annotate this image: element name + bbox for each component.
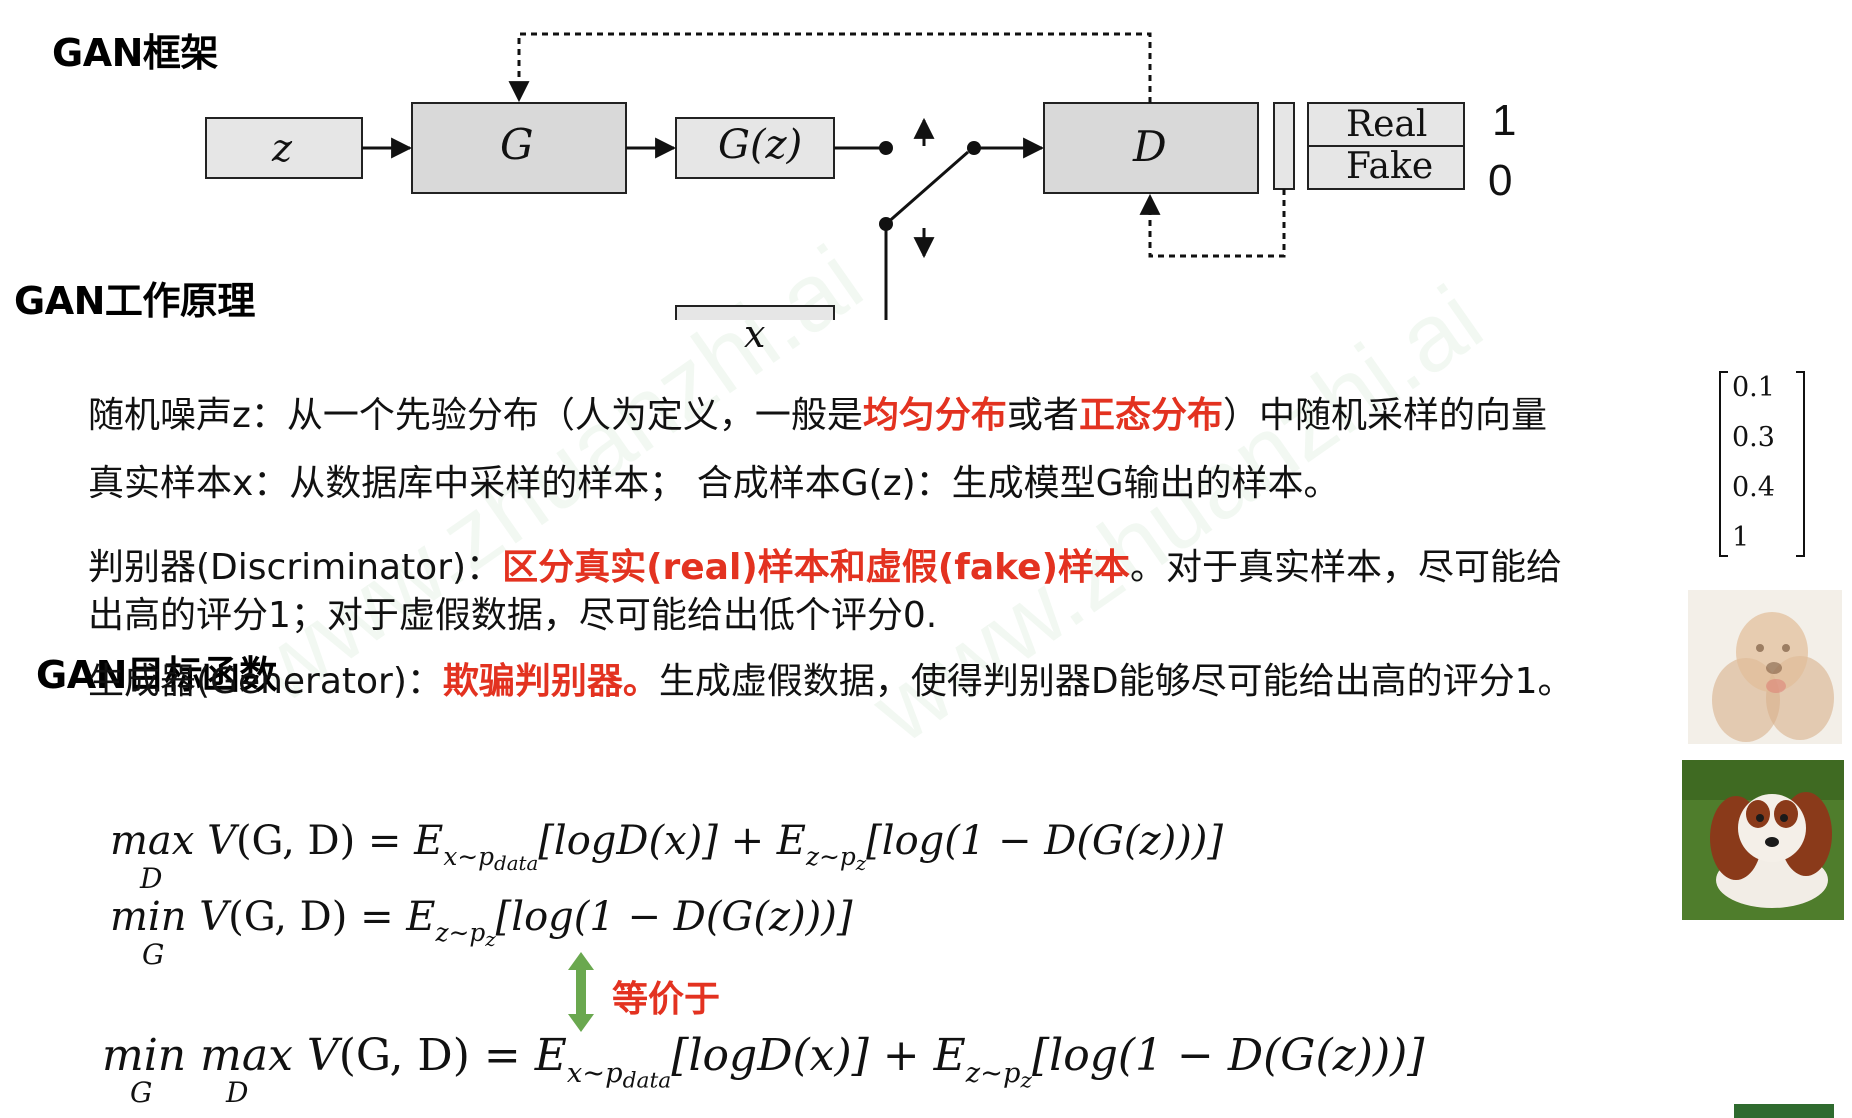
formula-under-g: G xyxy=(130,1076,153,1109)
highlight-generator: 欺骗判别器。 xyxy=(442,661,659,702)
feedback-loop-top xyxy=(508,32,1152,103)
label-z: z xyxy=(272,126,293,170)
equivalent-label: 等价于 xyxy=(612,979,721,1020)
formula-minimax: min max V(G, D) = Ex∼pdata[logD(x)] + Ez… xyxy=(102,1030,1425,1094)
vector-value: 0.1 xyxy=(1732,372,1775,403)
box-gz xyxy=(675,117,835,179)
box-x xyxy=(675,305,835,320)
heading-framework: GAN框架 xyxy=(52,31,218,75)
label-fake: Fake xyxy=(1346,146,1434,187)
label-gz: G(z) xyxy=(718,122,803,168)
formula-under-d: D xyxy=(226,1076,249,1109)
box-generator xyxy=(411,102,627,194)
feedback-loop-bottom xyxy=(1139,189,1286,258)
label-g: G xyxy=(500,120,534,169)
line-noise: 随机噪声z：从一个先验分布（人为定义，一般是均匀分布或者正态分布）中随机采样的向… xyxy=(88,395,1547,436)
formula-under-d: D xyxy=(140,862,163,895)
highlight-discriminator: 区分真实(real)样本和虚假(fake)样本 xyxy=(502,547,1131,588)
dog-image-fake xyxy=(1688,590,1842,744)
box-discriminator xyxy=(1043,102,1259,194)
highlight-uniform: 均匀分布 xyxy=(862,395,1007,436)
heading-objective: GAN目标函数 xyxy=(36,653,277,697)
output-one: 1 xyxy=(1492,96,1517,145)
line-real-sample: 真实样本x：从数据库中采样的样本； 合成样本G(z)：生成模型G输出的样本。 xyxy=(88,463,1340,504)
switch-arm xyxy=(885,150,969,226)
highlight-normal: 正态分布 xyxy=(1078,395,1223,436)
heading-principle: GAN工作原理 xyxy=(14,279,255,323)
vector-brackets xyxy=(1719,371,1805,557)
line-generator: 生成器(Generator)：欺骗判别器。生成虚假数据，使得判别器D能够尽可能给… xyxy=(88,661,1574,702)
formula-under-g: G xyxy=(142,938,165,971)
line-discriminator: 判别器(Discriminator)：区分真实(real)样本和虚假(fake)… xyxy=(88,547,1563,588)
dog-image-real xyxy=(1682,760,1844,920)
corner-accent xyxy=(1734,1104,1834,1118)
formula-discriminator: max V(G, D) = Ex∼pdata[logD(x)] + Ez∼pz[… xyxy=(110,818,1223,876)
label-real: Real xyxy=(1346,104,1428,145)
box-output-bar xyxy=(1273,102,1295,190)
label-d: D xyxy=(1133,122,1167,171)
equivalence-arrow-icon xyxy=(568,952,594,1032)
formula-generator: min V(G, D) = Ez∼pz[log(1 − D(G(z)))] xyxy=(110,894,853,952)
line-discriminator-cont: 出高的评分1；对于虚假数据，尽可能给出低个评分0. xyxy=(88,595,938,636)
output-zero: 0 xyxy=(1488,156,1513,205)
vector-value: 0.4 xyxy=(1732,472,1775,503)
gan-diagram xyxy=(205,32,1465,320)
vector-value: 1 xyxy=(1732,522,1750,553)
label-x: x xyxy=(744,312,766,356)
vector-value: 0.3 xyxy=(1732,422,1775,453)
